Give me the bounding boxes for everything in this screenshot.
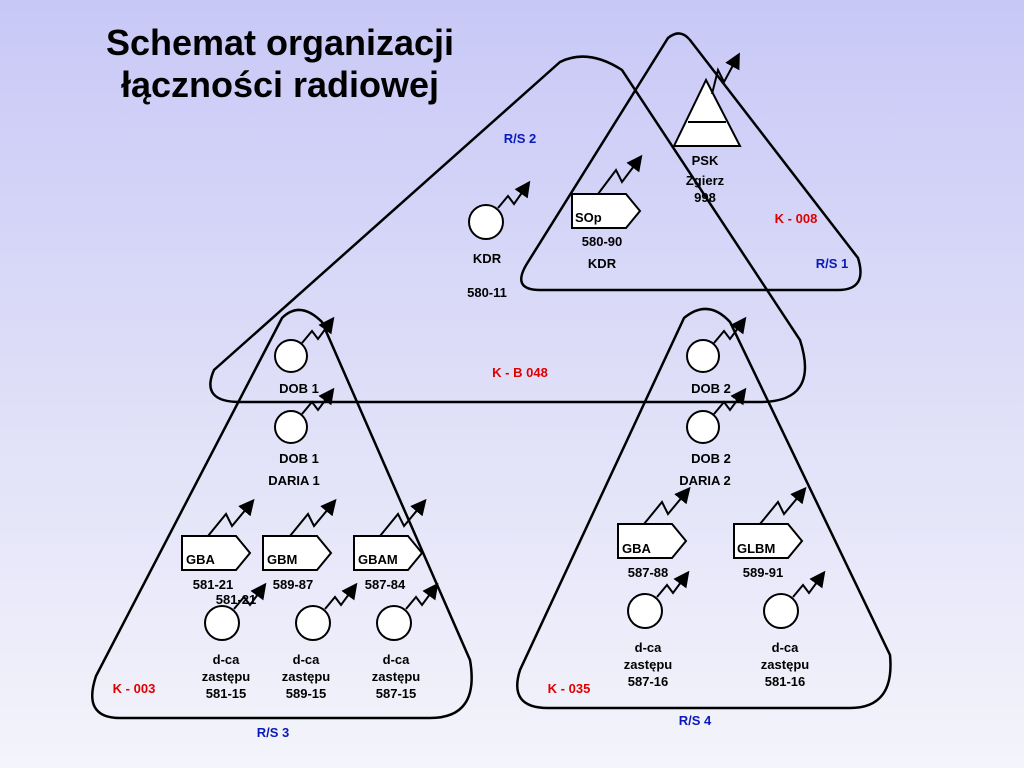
dob1-radio-icon — [274, 387, 335, 444]
glbm-name: GLBM — [737, 541, 776, 556]
network-rs3-triangle — [91, 308, 473, 720]
deputy-3-line2: zastępu — [371, 669, 421, 684]
network-rs1-triangle — [520, 32, 862, 292]
sop-vehicle-icon — [571, 154, 643, 229]
network-rs2-label: R/S 2 — [503, 131, 537, 146]
deputy-2-number: 589-15 — [285, 686, 327, 701]
deputy-3-number: 587-15 — [375, 686, 417, 701]
title-line-1: Schemat organizacji — [105, 22, 455, 63]
deputy-3-radio-icon — [376, 582, 439, 641]
deputy-4-number: 587-16 — [627, 674, 669, 689]
dob2-call: DARIA 2 — [679, 473, 731, 488]
gbm-vehicle-icon — [262, 498, 337, 571]
psk-tower-icon — [672, 52, 742, 147]
sop-place: KDR — [587, 256, 617, 271]
psk-number: 998 — [694, 190, 716, 205]
gbam-vehicle-icon — [353, 498, 427, 571]
sop-name: SOp — [575, 210, 602, 225]
network-rs2-triangle — [209, 55, 807, 404]
network-rs4-label: R/S 4 — [678, 713, 712, 728]
dob2-name: DOB 2 — [691, 451, 731, 466]
dob1-upper-name: DOB 1 — [279, 381, 319, 396]
channel-k035-label: K - 035 — [547, 681, 591, 696]
gba-left-number: 581-21 — [192, 577, 234, 592]
title-line-2: łączności radiowej — [120, 64, 440, 105]
deputy-1-number: 581-15 — [205, 686, 247, 701]
deputy-5-line1: d-ca — [771, 640, 799, 655]
glbm-number: 589-91 — [742, 565, 784, 580]
dob1-call: DARIA 1 — [268, 473, 320, 488]
network-rs4-triangle — [515, 307, 892, 710]
glbm-vehicle-icon — [733, 486, 807, 559]
channel-k003-label: K - 003 — [112, 681, 156, 696]
gba-right-number: 587-88 — [627, 565, 669, 580]
channel-kb048-label: K - B 048 — [492, 365, 548, 380]
page-title: Schemat organizacji łączności radiowej — [60, 22, 500, 106]
gbm-number: 589-87 — [272, 577, 314, 592]
channel-k008-label: K - 008 — [774, 211, 818, 226]
deputy-2-radio-icon — [295, 582, 358, 641]
network-rs1-label: R/S 1 — [815, 256, 849, 271]
psk-place: Zgierz — [685, 173, 725, 188]
gba-left-vehicle-icon — [181, 498, 255, 571]
deputy-1-line2: zastępu — [201, 669, 251, 684]
gbam-number: 587-84 — [364, 577, 406, 592]
deputy-4-line2: zastępu — [623, 657, 673, 672]
gba-right-vehicle-icon — [617, 486, 691, 559]
deputy-1-radio-icon — [204, 582, 267, 641]
deputy-5-number: 581-16 — [764, 674, 806, 689]
kdr-number: 580-11 — [467, 285, 507, 300]
gbm-name: GBM — [267, 552, 298, 567]
gbam-name: GBAM — [358, 552, 398, 567]
deputy-1-line1: d-ca — [212, 652, 240, 667]
deputy-5-line2: zastępu — [760, 657, 810, 672]
deputy-4-line1: d-ca — [634, 640, 662, 655]
dob1-upper-radio-icon — [274, 316, 335, 373]
dob2-upper-radio-icon — [686, 316, 747, 373]
deputy-5-radio-icon — [763, 570, 826, 629]
kdr-radio-icon — [468, 180, 531, 240]
gba-right-name: GBA — [622, 541, 651, 556]
dob2-radio-icon — [686, 387, 747, 444]
kdr-name: KDR — [472, 251, 502, 266]
deputy-2-line2: zastępu — [281, 669, 331, 684]
psk-name: PSK — [691, 153, 719, 168]
deputy-4-radio-icon — [627, 570, 690, 629]
deputy-3-line1: d-ca — [382, 652, 410, 667]
sop-number: 580-90 — [581, 234, 623, 249]
network-rs3-label: R/S 3 — [256, 725, 290, 740]
deputy-2-line1: d-ca — [292, 652, 320, 667]
dob1-name: DOB 1 — [279, 451, 319, 466]
dob2-upper-name: DOB 2 — [691, 381, 731, 396]
gba-left-number-overlap: 581-21 — [215, 592, 257, 607]
gba-left-name: GBA — [186, 552, 215, 567]
